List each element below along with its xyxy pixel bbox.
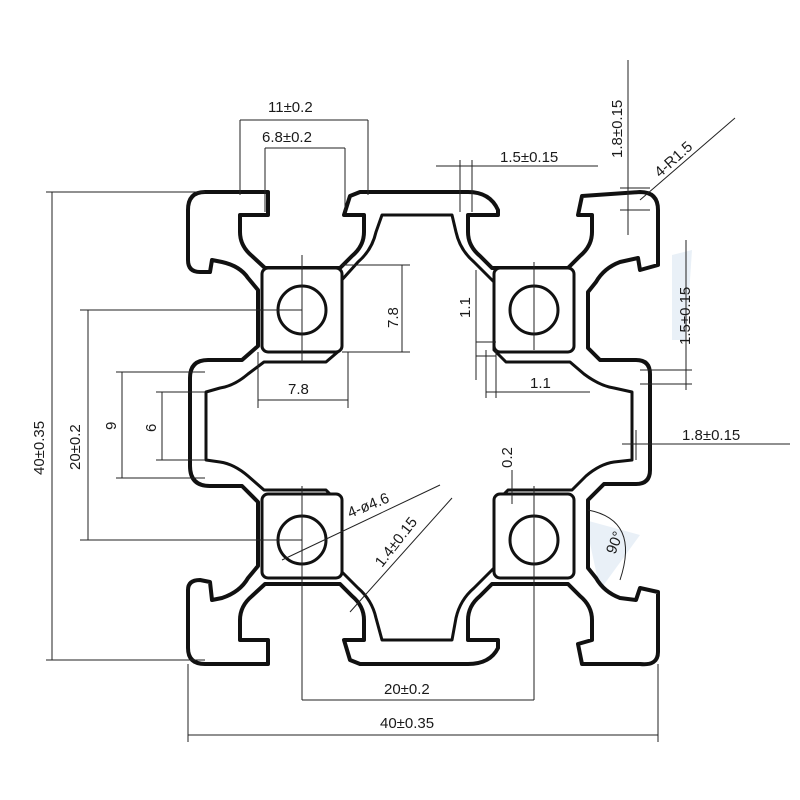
dim-slot-outer: 11±0.2 <box>268 99 313 116</box>
dim-right-wall-lower: 1.8±0.15 <box>682 427 740 444</box>
central-cavity <box>204 213 634 642</box>
dim-top-right-radius: 4-R1.5 <box>651 138 696 181</box>
dim-top-wall: 1.5±0.15 <box>500 149 558 166</box>
dim-width-total: 40±0.35 <box>380 715 434 732</box>
dimension-lines <box>46 60 790 742</box>
dim-web-h: 1.1 <box>530 375 551 392</box>
dim-top-right-vertical: 1.8±0.15 <box>609 100 626 158</box>
dim-small-gap: 0.2 <box>499 447 516 468</box>
dim-height-total: 40±0.35 <box>31 421 48 475</box>
dim-hole-pitch-h: 20±0.2 <box>384 681 430 698</box>
dim-right-wall-upper: 1.5±0.15 <box>677 287 694 345</box>
hole-center-marks <box>301 255 535 700</box>
dim-web-v: 1.1 <box>457 297 474 318</box>
dim-slot-inner: 6.8±0.2 <box>262 129 312 146</box>
dim-core-v: 7.8 <box>385 307 402 328</box>
dim-slot-depth: 9 <box>103 422 120 430</box>
dim-hole-pitch-v: 20±0.2 <box>67 424 84 470</box>
dim-core-h: 7.8 <box>288 381 309 398</box>
dim-slot-opening: 6 <box>143 424 160 432</box>
